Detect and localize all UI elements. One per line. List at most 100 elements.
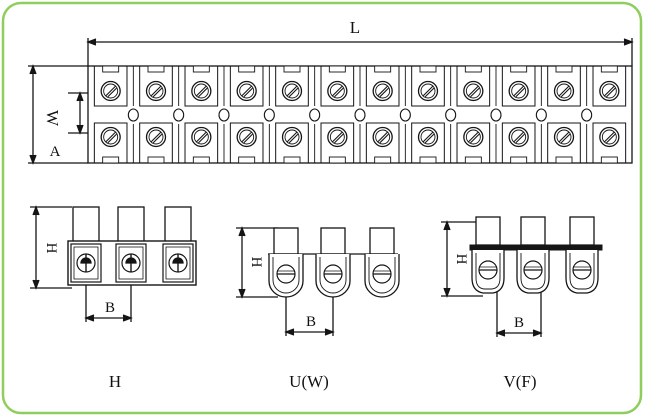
strip-screw-top [372,80,393,102]
strip-screw-top [100,80,121,102]
screw-slot [470,133,480,144]
screw-slot [334,87,344,98]
strip-screw-top [236,80,257,102]
screw-rim [511,83,527,99]
h-caption: H [109,372,121,391]
screw-rim [375,83,391,99]
screw-rim [420,129,436,145]
screw-slot [558,85,570,97]
v-wire-entry [475,216,501,246]
strip-notch [374,156,392,164]
screw-slot [243,133,253,144]
v-wire-entry [569,216,595,246]
strip-screw-bottom [236,126,257,148]
strip-screw-top [417,80,439,102]
screw-rim [284,129,300,145]
width-label: W [43,110,62,127]
strip-notch [419,65,437,73]
screw-rim [375,129,391,145]
v-height-label: H [453,254,469,265]
h-pitch-label: B [105,300,115,316]
strip-notch [464,65,482,73]
screw-rim [601,129,617,145]
screw-rim [511,129,527,145]
u-height-label: H [248,257,264,268]
screw-slot [150,85,162,97]
screw-slot [377,131,388,143]
strip-notch [419,156,437,164]
screw-rim [148,129,164,145]
strip-screw-bottom [463,126,484,148]
u-saddle-inner [368,257,396,294]
screw-slot [515,133,525,144]
screw-slot [152,87,163,98]
screw-slot [198,87,208,98]
strip-screw-top [553,80,575,102]
screw-rim [284,83,300,99]
strip-mount-hole [581,108,593,122]
screw-rim [556,129,572,145]
screw-rim [465,129,481,145]
strip-notch [510,65,528,73]
h-variant-body [67,206,197,286]
screw-rim [420,83,436,99]
v-pitch-label: B [514,315,524,331]
screw-rim [465,83,481,99]
strip-notch [510,156,528,164]
strip-mount-hole [399,108,411,122]
v-wire-entry [520,216,546,246]
screw-slot [107,133,117,144]
strip-screw-bottom [281,126,303,148]
v-bridge [469,244,603,251]
v-caption: V(F) [503,372,536,391]
u-variant-view [236,226,400,336]
v-variant-view [441,216,603,337]
screw-rim [193,129,209,145]
screw-slot [241,85,252,97]
screw-rim [329,129,345,145]
screw-slot [422,85,434,97]
screw-slot [107,87,117,98]
screw-slot [196,131,207,143]
screw-slot [377,85,388,97]
strip-notch [328,65,346,73]
u-wire-entry [273,227,299,255]
screw-slot [379,133,389,144]
screw-slot [604,131,615,143]
screw-slot [379,87,389,98]
screw-slot [332,131,343,143]
v-saddle-inner [569,253,595,290]
offset-label: A [50,144,61,160]
screw-rim [556,83,572,99]
screw-slot [606,133,616,144]
strip-mount-hole [127,108,139,122]
screw-slot [288,87,299,98]
screw-rim [103,83,119,99]
screw-slot [606,87,616,98]
strip-screw-bottom [327,126,348,148]
strip-notch [238,65,256,73]
h-wire-entry [117,206,145,245]
screw-slot [513,85,524,97]
v-saddle-inner [520,253,546,290]
strip-screw-top [281,80,303,102]
strip-notch [600,156,618,164]
strip-notch [374,65,392,73]
screw-slot [198,133,208,144]
screw-slot [286,131,298,143]
strip-notch [464,156,482,164]
screw-slot [468,131,479,143]
strip-screw-top [327,80,348,102]
strip-screw-top [145,80,167,102]
screw-slot [334,133,344,144]
screw-rim [193,83,209,99]
strip-notch [192,65,210,73]
strip-mount-hole [535,108,547,122]
strip-notch [328,156,346,164]
screw-slot [150,131,162,143]
u-wire-entry [320,227,346,255]
screw-slot [468,85,479,97]
screw-slot [558,131,570,143]
strip-notch [147,65,165,73]
